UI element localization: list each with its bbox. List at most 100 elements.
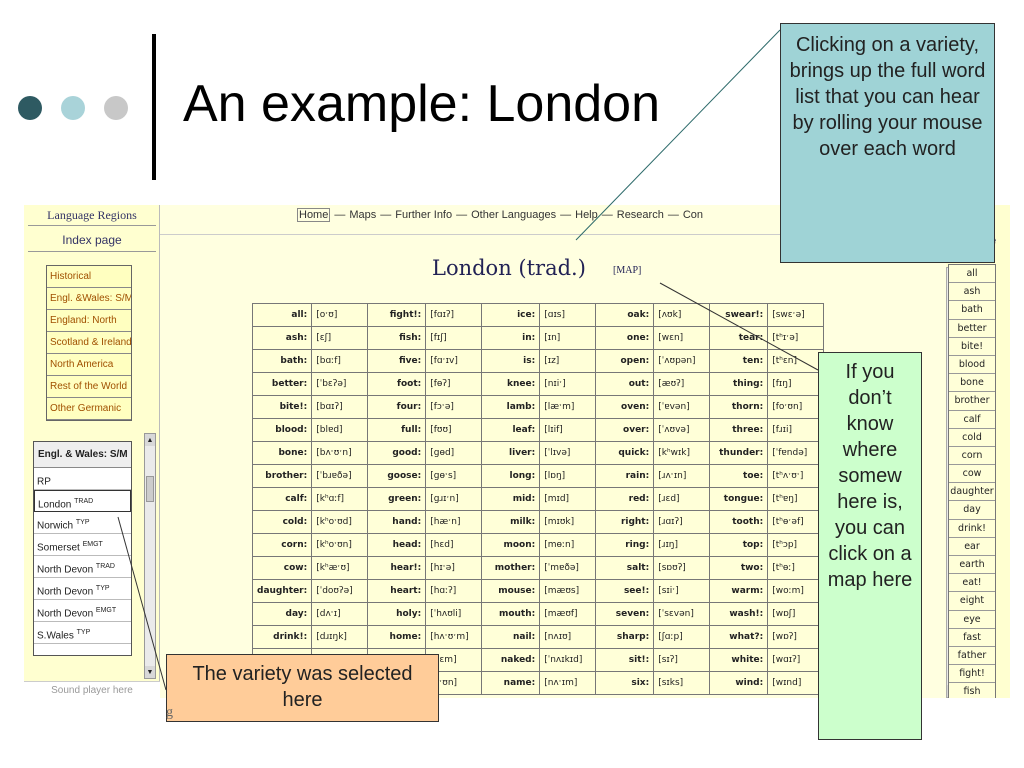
ipa-cell: [ˈbɛʔə] xyxy=(311,372,369,396)
region-item[interactable]: Other Germanic xyxy=(47,398,131,420)
word-cell[interactable]: two: xyxy=(709,556,769,580)
word-cell[interactable]: ten: xyxy=(709,349,769,373)
word-list-item[interactable]: brother xyxy=(949,392,995,411)
word-cell[interactable]: bone: xyxy=(251,441,313,465)
ipa-cell: [ˈʌʊpən] xyxy=(653,349,711,373)
word-cell[interactable]: bath: xyxy=(251,349,313,373)
word-cell[interactable]: knee: xyxy=(481,372,541,396)
region-item[interactable]: England: North xyxy=(47,310,131,332)
word-list-item[interactable]: blood xyxy=(949,356,995,375)
variety-item[interactable]: Norwich TYP xyxy=(34,512,131,534)
word-list-item[interactable]: cold xyxy=(949,429,995,447)
word-cell[interactable]: toe: xyxy=(709,464,769,488)
region-item[interactable]: Rest of the World xyxy=(47,376,131,398)
variety-item[interactable]: North Devon TRAD xyxy=(34,556,131,578)
region-item[interactable]: Scotland & Ireland xyxy=(47,332,131,354)
variety-item[interactable]: Somerset EMGT xyxy=(34,534,131,556)
nav-link[interactable]: Maps xyxy=(349,209,377,221)
word-list-item[interactable]: better xyxy=(949,320,995,338)
region-item[interactable]: North America xyxy=(47,354,131,376)
word-cell[interactable]: wind: xyxy=(709,671,769,695)
word-cell[interactable]: white: xyxy=(709,648,769,672)
word-cell[interactable]: top: xyxy=(709,533,769,557)
region-item[interactable]: Engl. &Wales: S/M xyxy=(47,288,131,310)
word-list-item[interactable]: father xyxy=(949,647,995,666)
word-cell[interactable]: calf: xyxy=(251,487,313,511)
word-cell[interactable]: nail: xyxy=(481,625,541,649)
line-right-callout xyxy=(659,282,819,371)
word-cell[interactable]: cow: xyxy=(251,556,313,580)
variety-item[interactable]: North Devon TYP xyxy=(34,578,131,600)
word-list-item[interactable]: calf xyxy=(949,411,995,429)
word-cell[interactable]: head: xyxy=(367,533,427,557)
word-list-item[interactable]: all xyxy=(949,265,995,284)
scroll-up-icon[interactable]: ▲ xyxy=(145,434,155,446)
word-cell[interactable]: tongue: xyxy=(709,487,769,511)
word-cell[interactable]: what?: xyxy=(709,625,769,649)
word-list-item[interactable]: drink! xyxy=(949,520,995,538)
word-list-item[interactable]: eat! xyxy=(949,574,995,593)
word-list-item[interactable]: eye xyxy=(949,611,995,629)
word-cell[interactable]: mouse: xyxy=(481,579,541,603)
scroll-down-icon[interactable]: ▼ xyxy=(145,666,155,678)
word-cell[interactable]: lamb: xyxy=(481,395,541,419)
word-cell[interactable]: mid: xyxy=(481,487,541,511)
map-link[interactable]: [MAP] xyxy=(613,265,642,276)
word-list-item[interactable]: bath xyxy=(949,301,995,320)
bullet-dot-light xyxy=(61,96,85,120)
scroll-thumb[interactable] xyxy=(146,476,154,502)
variety-item[interactable]: RP xyxy=(34,468,131,490)
word-cell[interactable]: ash: xyxy=(251,326,313,350)
word-list-item[interactable]: ash xyxy=(949,283,995,302)
word-list-item[interactable]: fight! xyxy=(949,665,995,684)
word-cell[interactable]: full: xyxy=(367,418,427,442)
word-cell[interactable]: fight!: xyxy=(367,303,427,327)
word-cell[interactable]: blood: xyxy=(251,418,313,442)
word-list-item[interactable]: bone xyxy=(949,374,995,393)
word-cell[interactable]: three: xyxy=(709,418,769,442)
word-cell[interactable]: liver: xyxy=(481,441,541,465)
word-cell[interactable]: sharp: xyxy=(595,625,655,649)
word-list-item[interactable]: ear xyxy=(949,538,995,556)
word-cell[interactable]: day: xyxy=(251,602,313,626)
ipa-cell: [dʌˑɪ] xyxy=(311,602,369,626)
nav-link[interactable]: Help xyxy=(575,209,598,221)
nav-link[interactable]: Research xyxy=(616,209,664,221)
nav-link[interactable]: Other Languages xyxy=(471,209,557,221)
variety-item[interactable]: London TRAD xyxy=(34,490,131,512)
word-list-item[interactable]: eight xyxy=(949,592,995,611)
ipa-cell: [nɪiˑ] xyxy=(539,372,597,396)
ipa-cell: [fʊʊ] xyxy=(425,418,483,442)
nav-link[interactable]: Further Info xyxy=(395,209,453,221)
word-cell[interactable]: sit!: xyxy=(595,648,655,672)
word-list-item[interactable]: fish xyxy=(949,683,995,698)
word-list-item[interactable]: day xyxy=(949,501,995,520)
word-cell[interactable]: ring: xyxy=(595,533,655,557)
word-list-item[interactable]: cow xyxy=(949,465,995,484)
variety-scrollbar[interactable]: ▲ ▼ xyxy=(144,433,156,679)
index-page-link[interactable]: Index page xyxy=(28,233,156,252)
sound-player[interactable]: Sound player here xyxy=(24,681,160,698)
variety-item[interactable]: S.Wales TYP xyxy=(34,622,131,644)
word-list-item[interactable]: corn xyxy=(949,447,995,466)
word-cell[interactable]: oak: xyxy=(595,303,655,327)
nav-link[interactable]: Con xyxy=(682,209,704,221)
nav-link[interactable]: Home xyxy=(297,208,331,222)
word-cell[interactable]: drink!: xyxy=(251,625,313,649)
word-list-item[interactable]: fast xyxy=(949,629,995,647)
variety-item[interactable]: North Devon EMGT xyxy=(34,600,131,622)
word-list-item[interactable]: earth xyxy=(949,556,995,575)
word-cell[interactable]: warm: xyxy=(709,579,769,603)
word-list-item[interactable]: bite! xyxy=(949,338,995,356)
word-cell[interactable]: daughter: xyxy=(251,579,313,603)
word-cell[interactable]: corn: xyxy=(251,533,313,557)
variety-list-heading: Engl. & Wales: S/M xyxy=(34,442,131,468)
word-cell[interactable]: holy: xyxy=(367,602,427,626)
word-list-item[interactable]: daughter xyxy=(949,483,995,502)
region-item[interactable]: Historical xyxy=(47,266,131,288)
ipa-cell: [fɔˑə] xyxy=(425,395,483,419)
word-cell[interactable]: hear!: xyxy=(367,556,427,580)
word-cell[interactable]: thing: xyxy=(709,372,769,396)
callout-map: If you don’t know where somew here is, y… xyxy=(818,352,922,740)
word-cell[interactable]: milk: xyxy=(481,510,541,534)
